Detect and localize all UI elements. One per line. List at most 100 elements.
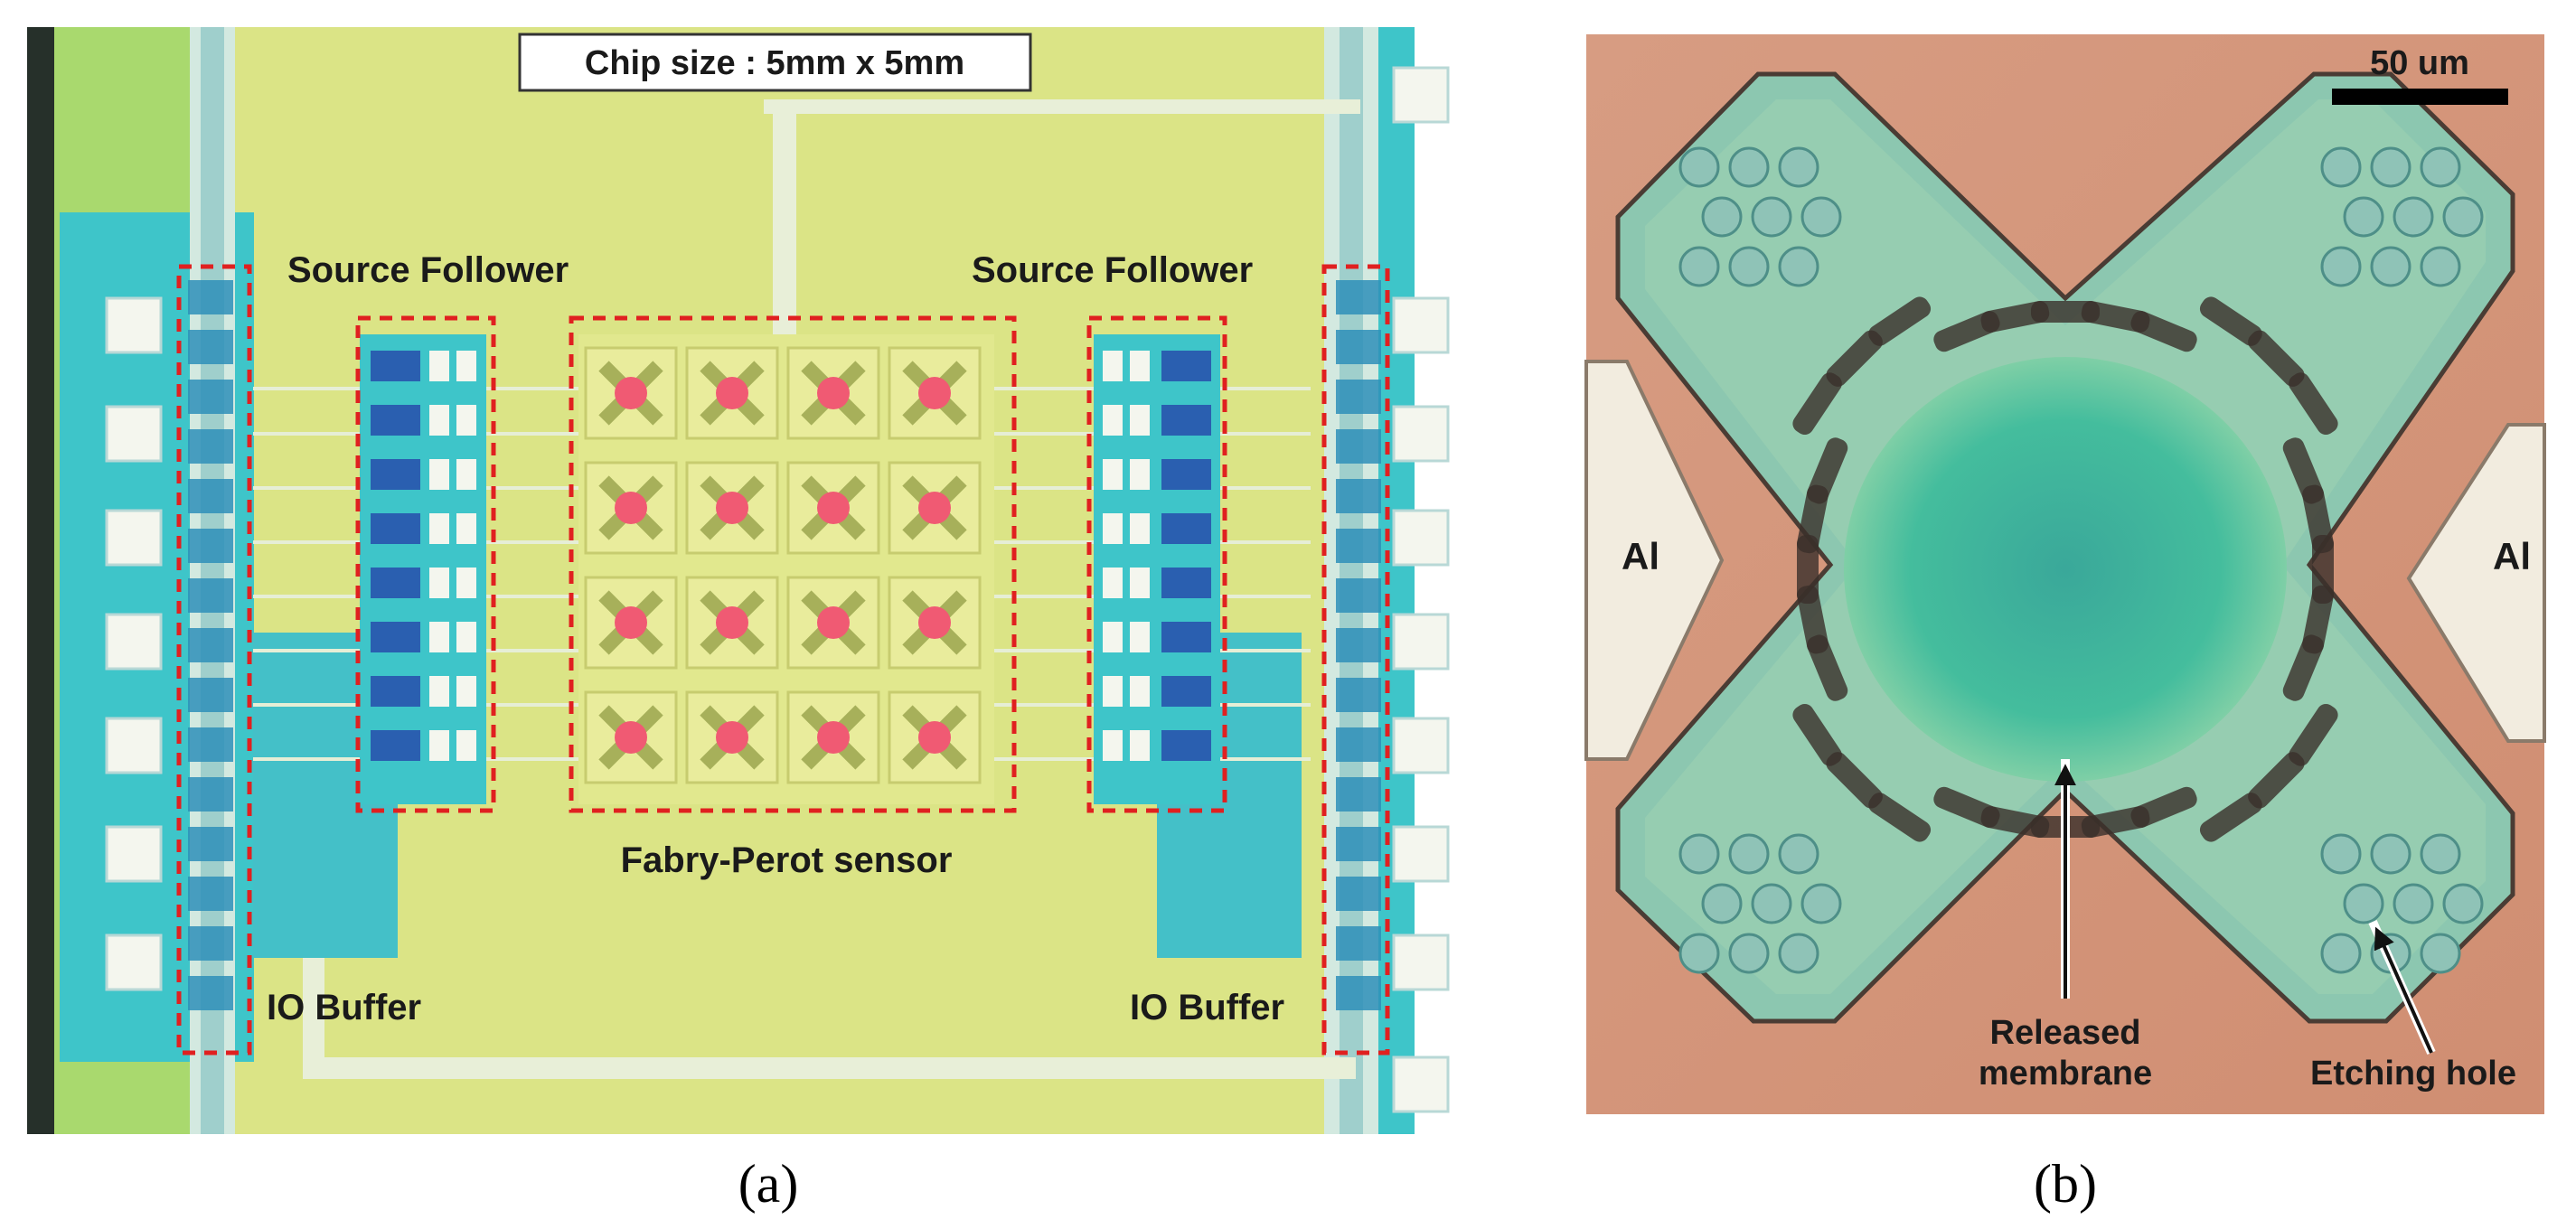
transistor-contact [1130, 459, 1150, 490]
transistor-cell [1161, 676, 1211, 707]
release-slot [2289, 372, 2338, 436]
io-buffer-right-label: IO Buffer [1130, 988, 1284, 1027]
bond-pad [105, 825, 163, 883]
etching-hole [1728, 146, 1770, 188]
sensor-membrane-dot [615, 721, 647, 754]
sensor-membrane-dot [817, 606, 850, 639]
etching-hole [1728, 933, 1770, 974]
io-cell [188, 678, 233, 712]
left-bond-pads [105, 296, 163, 991]
release-slot [1826, 752, 1883, 809]
etching-hole [1778, 833, 1819, 875]
etching-hole [1701, 196, 1743, 238]
release-slots [1792, 296, 2338, 842]
io-buffer-left-label: IO Buffer [267, 988, 421, 1027]
etching-hole [1778, 146, 1819, 188]
etching-hole [2343, 196, 2384, 238]
released-label-line2: membrane [1979, 1055, 2152, 1093]
transistor-cell [1161, 459, 1211, 490]
bond-pad [1392, 613, 1450, 671]
io-cell [188, 280, 233, 314]
fabry-perot-sensor-array [584, 346, 982, 784]
source-follower-left-cells [371, 351, 476, 761]
etching-hole [2370, 246, 2411, 287]
caption-b: (b) [2034, 1154, 2097, 1214]
transistor-cell [371, 676, 420, 707]
bond-pad [1392, 717, 1450, 774]
io-buffer-cells [188, 280, 1381, 1010]
bond-pad [1392, 296, 1450, 354]
io-cell [188, 827, 233, 861]
caption-a: (a) [738, 1154, 799, 1214]
etching-hole [1778, 246, 1819, 287]
aluminum-pad-right [2406, 423, 2546, 743]
release-slot [1792, 372, 1842, 436]
sensor-membrane-dot [615, 606, 647, 639]
io-cell [188, 429, 233, 464]
io-cell [188, 926, 233, 961]
right-bond-pads [1392, 66, 1450, 1113]
etching-hole [2343, 883, 2384, 924]
release-slot [2289, 703, 2338, 766]
io-cell [1336, 628, 1381, 662]
etching-hole [2370, 146, 2411, 188]
io-cell [188, 529, 233, 563]
sensor-membrane-dot [716, 721, 748, 754]
source-follower-left-outline [355, 315, 496, 813]
sensor-cell [786, 576, 880, 670]
bond-pad [1392, 509, 1450, 567]
sensor-membrane-dot [817, 377, 850, 409]
io-cell [188, 330, 233, 364]
etching-hole [2420, 933, 2461, 974]
io-cell [1336, 877, 1381, 911]
transistor-contact [1130, 405, 1150, 436]
io-cell [1336, 429, 1381, 464]
transistor-cell [1161, 568, 1211, 598]
transistor-contact [429, 568, 449, 598]
transistor-contact [429, 351, 449, 381]
transistor-cell [371, 730, 420, 761]
transistor-contact [456, 405, 476, 436]
io-cell [188, 727, 233, 762]
fabry-perot-label: Fabry-Perot sensor [621, 840, 953, 880]
etching-hole [1778, 933, 1819, 974]
bond-pad [105, 296, 163, 354]
transistor-contact [1103, 622, 1123, 652]
etching-hole [2420, 833, 2461, 875]
etching-hole [2370, 833, 2411, 875]
bottom-wire [303, 1057, 1356, 1079]
release-slot [2248, 752, 2305, 809]
etching-hole [1678, 246, 1720, 287]
chip-size-label: Chip size : 5mm x 5mm [585, 44, 964, 82]
etching-hole [1678, 833, 1720, 875]
source-follower-right-label: Source Follower [972, 250, 1253, 290]
etching-hole [1701, 883, 1743, 924]
released-membrane-area [1844, 357, 2287, 782]
release-slot [1868, 296, 1932, 346]
dashed-outlines [176, 264, 1390, 1055]
panel-b: 50 um Al Al Released membrane Etching ho… [1584, 34, 2546, 1114]
transistor-contact [1130, 730, 1150, 761]
scale-bar-label: 50 um [2370, 44, 2469, 82]
sensor-membrane-dot [615, 377, 647, 409]
transistor-contact [1130, 513, 1150, 544]
io-cell [1336, 926, 1381, 961]
io-cell [1336, 727, 1381, 762]
bond-pad [105, 933, 163, 991]
al-left-label: Al [1622, 535, 1659, 577]
sensor-membrane-dot [615, 492, 647, 524]
bond-pad [105, 509, 163, 567]
io-cell [1336, 827, 1381, 861]
transistor-contact [1103, 405, 1123, 436]
source-follower-right-outline [1086, 315, 1227, 813]
etching-hole [2320, 146, 2362, 188]
left-dark-edge [27, 27, 54, 1134]
io-cell [1336, 280, 1381, 314]
etching-hole [2393, 883, 2434, 924]
etching-holes [1678, 146, 2484, 974]
transistor-cell [1161, 622, 1211, 652]
source-follower-left-label: Source Follower [287, 250, 569, 290]
transistor-cell [371, 351, 420, 381]
release-slot [2282, 634, 2324, 701]
bond-pad [1392, 825, 1450, 883]
